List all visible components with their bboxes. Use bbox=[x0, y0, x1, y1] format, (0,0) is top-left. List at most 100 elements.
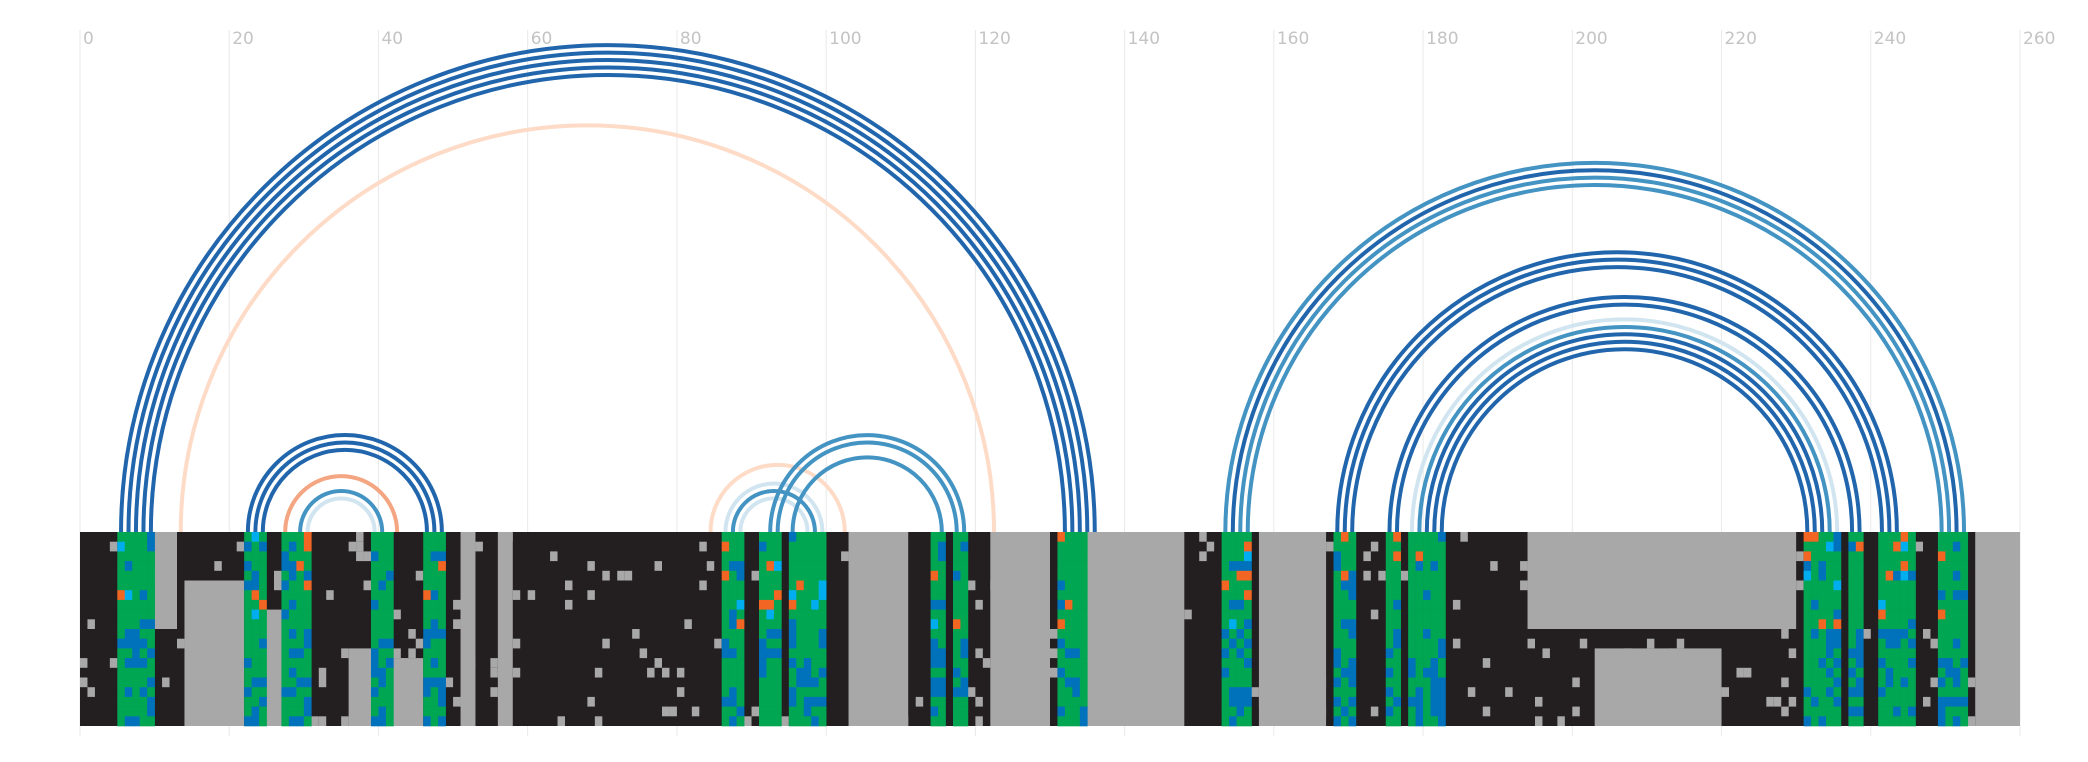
alignment-cell bbox=[139, 580, 148, 591]
gap-cell bbox=[1729, 551, 1737, 562]
alignment-cell bbox=[1826, 590, 1834, 601]
alignment-cell bbox=[1408, 687, 1416, 698]
gap-cell bbox=[363, 551, 371, 562]
alignment-cell bbox=[1244, 561, 1252, 572]
alignment-cell bbox=[1937, 648, 1946, 659]
alignment-cell bbox=[244, 648, 252, 659]
alignment-cell bbox=[281, 561, 290, 572]
alignment-cell bbox=[736, 551, 745, 562]
alignment-cell bbox=[1908, 580, 1916, 591]
alignment-cell bbox=[1244, 590, 1252, 601]
alignment-cell bbox=[1937, 561, 1946, 572]
alignment-cell bbox=[1430, 716, 1439, 727]
alignment-cell bbox=[1908, 551, 1916, 562]
gap-cell bbox=[1199, 551, 1207, 562]
alignment-cell bbox=[1960, 599, 1969, 610]
alignment-cell bbox=[1937, 706, 1946, 717]
alignment-cell bbox=[296, 599, 305, 610]
alignment-cell bbox=[796, 590, 805, 601]
alignment-cell bbox=[371, 687, 379, 698]
alignment-cell bbox=[766, 619, 775, 630]
alignment-cell bbox=[1818, 667, 1827, 678]
alignment-cell bbox=[1811, 551, 1819, 562]
alignment-cell bbox=[960, 667, 969, 678]
alignment-cell bbox=[1244, 667, 1252, 678]
alignment-cell bbox=[1408, 541, 1416, 552]
alignment-cell bbox=[721, 696, 730, 707]
gap-cell bbox=[1273, 561, 1282, 571]
gap-cell bbox=[2012, 561, 2020, 571]
gap-cell bbox=[1535, 532, 1543, 542]
gap-cell bbox=[1370, 609, 1379, 620]
alignment-cell bbox=[1393, 590, 1401, 601]
alignment-cell bbox=[385, 648, 394, 659]
alignment-cell bbox=[953, 619, 961, 630]
alignment-cell bbox=[438, 696, 446, 707]
alignment-cell bbox=[378, 541, 387, 552]
alignment-cell bbox=[1908, 629, 1916, 639]
base-pair-arc bbox=[723, 481, 825, 533]
alignment-cell bbox=[1236, 619, 1245, 630]
alignment-cell bbox=[423, 619, 431, 630]
alignment-cell bbox=[139, 541, 148, 552]
alignment-cell bbox=[1415, 609, 1424, 620]
alignment-cell bbox=[438, 667, 446, 678]
alignment-cell bbox=[1833, 638, 1842, 649]
alignment-cell bbox=[953, 561, 961, 572]
alignment-cell bbox=[378, 561, 387, 572]
alignment-cell bbox=[818, 541, 827, 552]
alignment-cell bbox=[1818, 629, 1827, 639]
alignment-cell bbox=[1960, 609, 1969, 620]
alignment-cell bbox=[773, 580, 782, 591]
gap-cell bbox=[1542, 648, 1550, 659]
alignment-cell bbox=[281, 638, 290, 649]
alignment-cell bbox=[1811, 609, 1819, 620]
alignment-cell bbox=[1803, 609, 1812, 620]
alignment-cell bbox=[288, 667, 297, 678]
alignment-cell bbox=[1937, 687, 1946, 698]
alignment-cell bbox=[1430, 696, 1439, 707]
alignment-cell bbox=[124, 658, 133, 669]
alignment-cell bbox=[423, 658, 431, 669]
alignment-cell bbox=[1221, 590, 1230, 601]
alignment-cell bbox=[818, 696, 827, 707]
alignment-cell bbox=[378, 667, 387, 678]
gap-cell bbox=[699, 541, 707, 552]
alignment-cell bbox=[1960, 580, 1969, 591]
alignment-cell bbox=[1064, 609, 1073, 620]
alignment-cell bbox=[759, 687, 767, 698]
base-pair-arc bbox=[1238, 175, 1952, 533]
alignment-cell bbox=[1878, 706, 1886, 717]
alignment-cell bbox=[1848, 658, 1857, 669]
gap-cell bbox=[236, 541, 245, 552]
alignment-cell bbox=[1430, 667, 1439, 678]
alignment-cell bbox=[729, 619, 737, 630]
alignment-cell bbox=[1333, 599, 1342, 610]
alignment-cell bbox=[930, 687, 939, 698]
alignment-cell bbox=[1430, 541, 1439, 552]
alignment-cell bbox=[1811, 648, 1819, 659]
alignment-cell bbox=[1341, 609, 1349, 620]
alignment-cell bbox=[930, 619, 939, 630]
alignment-cell bbox=[132, 541, 140, 552]
gap-cell bbox=[191, 599, 200, 610]
alignment-cell bbox=[1385, 609, 1394, 620]
gap-cell bbox=[1557, 570, 1565, 581]
alignment-cell bbox=[1855, 667, 1864, 678]
gap-cell bbox=[274, 580, 282, 591]
alignment-cell bbox=[1833, 580, 1842, 591]
alignment-cell bbox=[139, 677, 148, 688]
alignment-cell bbox=[1855, 716, 1864, 727]
gap-cell bbox=[647, 667, 655, 678]
alignment-cell bbox=[1848, 561, 1857, 572]
alignment-cell bbox=[1818, 638, 1827, 649]
alignment-cell bbox=[1952, 561, 1961, 572]
alignment-cell bbox=[438, 658, 446, 669]
alignment-cell bbox=[930, 590, 939, 601]
alignment-cell bbox=[1348, 580, 1357, 591]
alignment-cell bbox=[132, 648, 140, 659]
alignment-cell bbox=[1244, 687, 1252, 698]
alignment-cell bbox=[1229, 619, 1237, 630]
gap-cell bbox=[878, 667, 886, 678]
alignment-cell bbox=[303, 648, 312, 659]
